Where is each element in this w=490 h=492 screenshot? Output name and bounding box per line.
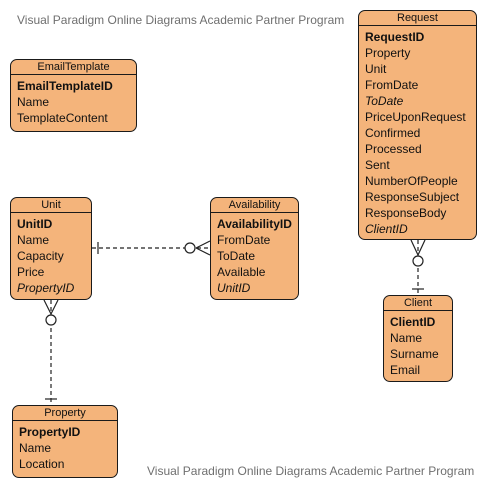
field-clientid: ClientID bbox=[365, 222, 408, 236]
field-name: Name bbox=[17, 95, 50, 109]
field-available: Available bbox=[217, 265, 266, 279]
crowfoot-marker bbox=[50, 299, 59, 315]
entity-title: Unit bbox=[11, 198, 91, 213]
field-surname: Surname bbox=[390, 347, 439, 361]
field-sent: Sent bbox=[365, 158, 390, 172]
entity-unit[interactable]: Unit UnitID Name Capacity Price Property… bbox=[10, 197, 92, 300]
field-property: Property bbox=[365, 46, 411, 60]
watermark-top: Visual Paradigm Online Diagrams Academic… bbox=[17, 13, 345, 27]
entity-fields: PropertyID Name Location bbox=[13, 421, 117, 472]
entity-title: Availability bbox=[211, 198, 298, 213]
field-priceuponrequest: PriceUponRequest bbox=[365, 110, 466, 124]
entity-title: EmailTemplate bbox=[11, 60, 136, 75]
field-todate: ToDate bbox=[365, 94, 404, 108]
entity-title: Request bbox=[359, 11, 476, 26]
entity-property[interactable]: Property PropertyID Name Location bbox=[12, 405, 118, 478]
field-unitid: UnitID bbox=[17, 217, 53, 231]
field-todate: ToDate bbox=[217, 249, 256, 263]
field-requestid: RequestID bbox=[365, 30, 425, 44]
field-emailtemplateid: EmailTemplateID bbox=[17, 79, 113, 93]
crowfoot-marker bbox=[43, 299, 52, 315]
field-fromdate: FromDate bbox=[365, 78, 419, 92]
crowfoot-marker bbox=[417, 239, 426, 256]
field-processed: Processed bbox=[365, 142, 422, 156]
crowfoot-marker bbox=[195, 247, 211, 256]
field-price: Price bbox=[17, 265, 45, 279]
entity-availability[interactable]: Availability AvailabilityID FromDate ToD… bbox=[210, 197, 299, 300]
field-name: Name bbox=[17, 233, 50, 247]
field-templatecontent: TemplateContent bbox=[17, 111, 108, 125]
entity-title: Client bbox=[384, 296, 452, 311]
field-numberofpeople: NumberOfPeople bbox=[365, 174, 458, 188]
field-clientid: ClientID bbox=[390, 315, 436, 329]
relationship-unit-availability[interactable] bbox=[92, 240, 211, 256]
crowfoot-marker bbox=[195, 240, 211, 249]
entity-client[interactable]: Client ClientID Name Surname Email bbox=[383, 295, 453, 382]
zero-circle-marker bbox=[412, 255, 424, 267]
field-responsesubject: ResponseSubject bbox=[365, 190, 460, 204]
entity-fields: AvailabilityID FromDate ToDate Available… bbox=[211, 213, 298, 296]
field-unitid: UnitID bbox=[217, 281, 251, 295]
field-fromdate: FromDate bbox=[217, 233, 271, 247]
field-availabilityid: AvailabilityID bbox=[217, 217, 292, 231]
zero-circle-marker bbox=[45, 314, 57, 326]
entity-fields: RequestID Property Unit FromDate ToDate … bbox=[359, 26, 476, 237]
relationship-property-unit[interactable] bbox=[43, 299, 59, 405]
field-responsebody: ResponseBody bbox=[365, 206, 447, 220]
entity-fields: UnitID Name Capacity Price PropertyID bbox=[11, 213, 91, 296]
relationship-client-request[interactable] bbox=[410, 239, 426, 295]
entity-request[interactable]: Request RequestID Property Unit FromDate… bbox=[358, 10, 477, 240]
entity-fields: EmailTemplateID Name TemplateContent bbox=[11, 75, 136, 126]
field-confirmed: Confirmed bbox=[365, 126, 421, 140]
field-capacity: Capacity bbox=[17, 249, 64, 263]
entity-title: Property bbox=[13, 406, 117, 421]
entity-fields: ClientID Name Surname Email bbox=[384, 311, 452, 378]
zero-circle-marker bbox=[184, 242, 196, 254]
field-name: Name bbox=[390, 331, 423, 345]
entity-emailtemplate[interactable]: EmailTemplate EmailTemplateID Name Templ… bbox=[10, 59, 137, 132]
field-email: Email bbox=[390, 363, 421, 377]
field-propertyid: PropertyID bbox=[17, 281, 75, 295]
crowfoot-marker bbox=[410, 239, 419, 256]
field-name: Name bbox=[19, 441, 52, 455]
watermark-bottom: Visual Paradigm Online Diagrams Academic… bbox=[147, 464, 475, 478]
field-location: Location bbox=[19, 457, 65, 471]
field-propertyid: PropertyID bbox=[19, 425, 81, 439]
field-unit: Unit bbox=[365, 62, 387, 76]
